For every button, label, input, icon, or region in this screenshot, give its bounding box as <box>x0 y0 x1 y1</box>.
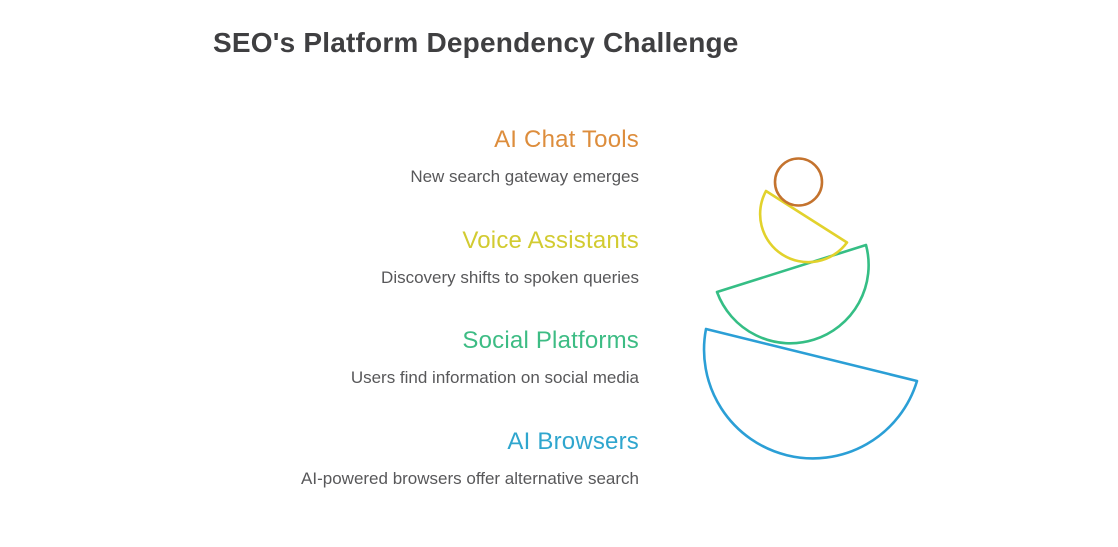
item-description-ai-chat-tools: New search gateway emerges <box>410 167 639 186</box>
list-item-voice-assistants: Voice Assistants Discovery shifts to spo… <box>0 227 639 289</box>
large-bowl-shape <box>702 327 919 460</box>
item-label-ai-chat-tools: AI Chat Tools <box>494 126 639 153</box>
list-item-ai-browsers: AI Browsers AI-powered browsers offer al… <box>0 428 639 490</box>
medium-bowl-shape <box>715 243 870 345</box>
item-description-ai-browsers: AI-powered browsers offer alternative se… <box>301 469 639 488</box>
platform-list: AI Chat Tools New search gateway emerges… <box>0 126 639 490</box>
page-title: SEO's Platform Dependency Challenge <box>213 27 739 58</box>
item-label-voice-assistants: Voice Assistants <box>462 227 639 254</box>
balance-circle-shape <box>773 157 824 207</box>
small-bowl-shape <box>758 189 849 264</box>
item-description-social-platforms: Users find information on social media <box>350 368 639 387</box>
list-item-social-platforms: Social Platforms Users find information … <box>0 327 639 389</box>
item-description-voice-assistants: Discovery shifts to spoken queries <box>381 268 639 287</box>
item-label-ai-browsers: AI Browsers <box>507 428 639 455</box>
item-label-social-platforms: Social Platforms <box>462 327 639 354</box>
list-item-ai-chat-tools: AI Chat Tools New search gateway emerges <box>0 126 639 188</box>
